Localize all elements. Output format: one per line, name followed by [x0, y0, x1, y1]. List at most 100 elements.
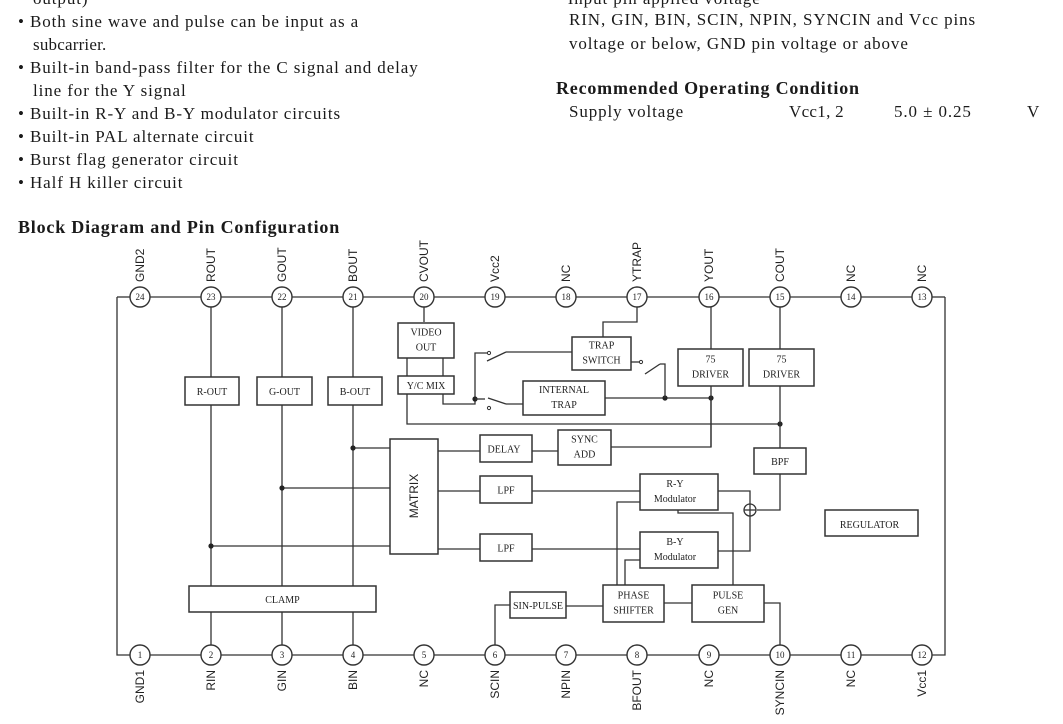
- pin-name: BFOUT: [630, 669, 644, 710]
- internal-trap-block: INTERNAL TRAP: [522, 380, 606, 416]
- pin-circle: [698, 644, 720, 666]
- pin-name: NC: [417, 670, 431, 688]
- bpf-block-box: [753, 447, 807, 475]
- pin-number: 7: [564, 650, 569, 660]
- pin-circle: [484, 644, 506, 666]
- switch-arm: [487, 397, 507, 405]
- pin-circle: [200, 644, 222, 666]
- package-outline: [932, 297, 946, 656]
- sin-pulse-block-label: SIN-PULSE: [513, 601, 563, 612]
- pin-name: NC: [915, 264, 929, 282]
- junction-dot: [208, 543, 214, 549]
- feature-item-cont: subcarrier.: [33, 35, 107, 54]
- pulse-gen-block-label: PULSE: [713, 591, 744, 602]
- driver-c-block-label: 75: [777, 355, 787, 366]
- delay-block-box: [479, 434, 533, 463]
- pin-number: 17: [633, 292, 643, 302]
- pin-circle: [555, 286, 577, 308]
- pin-number: 6: [493, 650, 498, 660]
- pin-circle: [911, 286, 933, 308]
- yc-mix-block: Y/C MIX: [397, 375, 455, 395]
- pin-circle: [698, 286, 720, 308]
- pin-circle: [555, 644, 577, 666]
- internal-trap-block-label: TRAP: [551, 400, 577, 411]
- wire: [406, 394, 780, 425]
- sin-pulse-block: SIN-PULSE: [509, 591, 567, 619]
- pin-name: GOUT: [275, 247, 289, 282]
- feature-item: • Built-in band-pass filter for the C si…: [18, 58, 419, 77]
- by-modulator-block-box: [639, 531, 719, 569]
- param-name: Supply voltage: [569, 102, 685, 121]
- wires: [116, 296, 946, 656]
- feature-item: • Both sine wave and pulse can be input …: [18, 12, 360, 31]
- pin-name: GND1: [133, 670, 147, 704]
- pin-number: 24: [136, 292, 146, 302]
- pin-circle: [840, 286, 862, 308]
- driver-y-block-label: 75: [706, 355, 716, 366]
- pin-number: 11: [847, 650, 856, 660]
- internal-trap-block-label: INTERNAL: [539, 385, 589, 396]
- ratings-cut-line: · Input pin applied voltage: [556, 0, 761, 9]
- video-out-block-box: [397, 322, 455, 359]
- pin-number: 15: [776, 292, 786, 302]
- ry-modulator-block-box: [639, 473, 719, 511]
- sin-pulse-block-box: [509, 591, 567, 619]
- trap-switch-block-label: SWITCH: [582, 356, 620, 367]
- pin-number: 12: [918, 650, 927, 660]
- pin-circle: [129, 286, 151, 308]
- pin-name: COUT: [773, 247, 787, 282]
- pin-number: 10: [776, 650, 786, 660]
- pin-circle: [840, 644, 862, 666]
- pin-name: NC: [844, 264, 858, 282]
- yc-mix-block-label: Y/C MIX: [407, 381, 446, 392]
- matrix-block-box: [389, 438, 439, 555]
- pin-name: GND2: [133, 248, 147, 282]
- pin-name: RIN: [204, 670, 218, 691]
- pin-number: 3: [280, 650, 285, 660]
- clamp-block: CLAMP: [188, 585, 377, 613]
- regulator-block-box: [824, 509, 919, 537]
- pin-number: 13: [918, 292, 928, 302]
- wire: [660, 363, 666, 398]
- b-out-block: B-OUT: [327, 376, 383, 406]
- pins: 24GND223ROUT22GOUT21BOUT20CVOUT19Vcc218N…: [129, 239, 933, 715]
- feature-item: • Burst flag generator circuit: [18, 150, 239, 169]
- pin-circle: [484, 286, 506, 308]
- r-out-block: R-OUT: [184, 376, 240, 406]
- lpf-b-block-label: LPF: [497, 544, 515, 555]
- internal-trap-block-box: [522, 380, 606, 416]
- regulator-block: REGULATOR: [824, 509, 919, 537]
- video-out-block-label: VIDEO: [410, 328, 441, 339]
- pin-number: 14: [847, 292, 857, 302]
- wire: [474, 352, 487, 399]
- param-unit: V: [1027, 102, 1041, 121]
- feature-item-cont: line for the Y signal: [33, 81, 187, 100]
- yc-mix-block-box: [397, 375, 455, 395]
- pin-circle: [626, 286, 648, 308]
- pin-circle: [271, 286, 293, 308]
- feature-cut-line: output): [33, 0, 88, 9]
- matrix-block-label: MATRIX: [407, 474, 421, 518]
- feature-item: • Built-in PAL alternate circuit: [18, 127, 255, 146]
- phase-shifter-block-label: SHIFTER: [613, 606, 654, 617]
- switch-arm: [486, 351, 507, 362]
- pin-name: ROUT: [204, 247, 218, 282]
- lpf-b-block: LPF: [479, 533, 533, 562]
- recommended-title: Recommended Operating Condition: [556, 78, 860, 98]
- switch-contact: [486, 350, 492, 356]
- pin-circle: [342, 286, 364, 308]
- pin-number: 16: [705, 292, 715, 302]
- diagram-title: Block Diagram and Pin Configuration: [18, 217, 341, 237]
- driver-c-block-box: [748, 348, 815, 387]
- sync-add-block-box: [557, 429, 612, 466]
